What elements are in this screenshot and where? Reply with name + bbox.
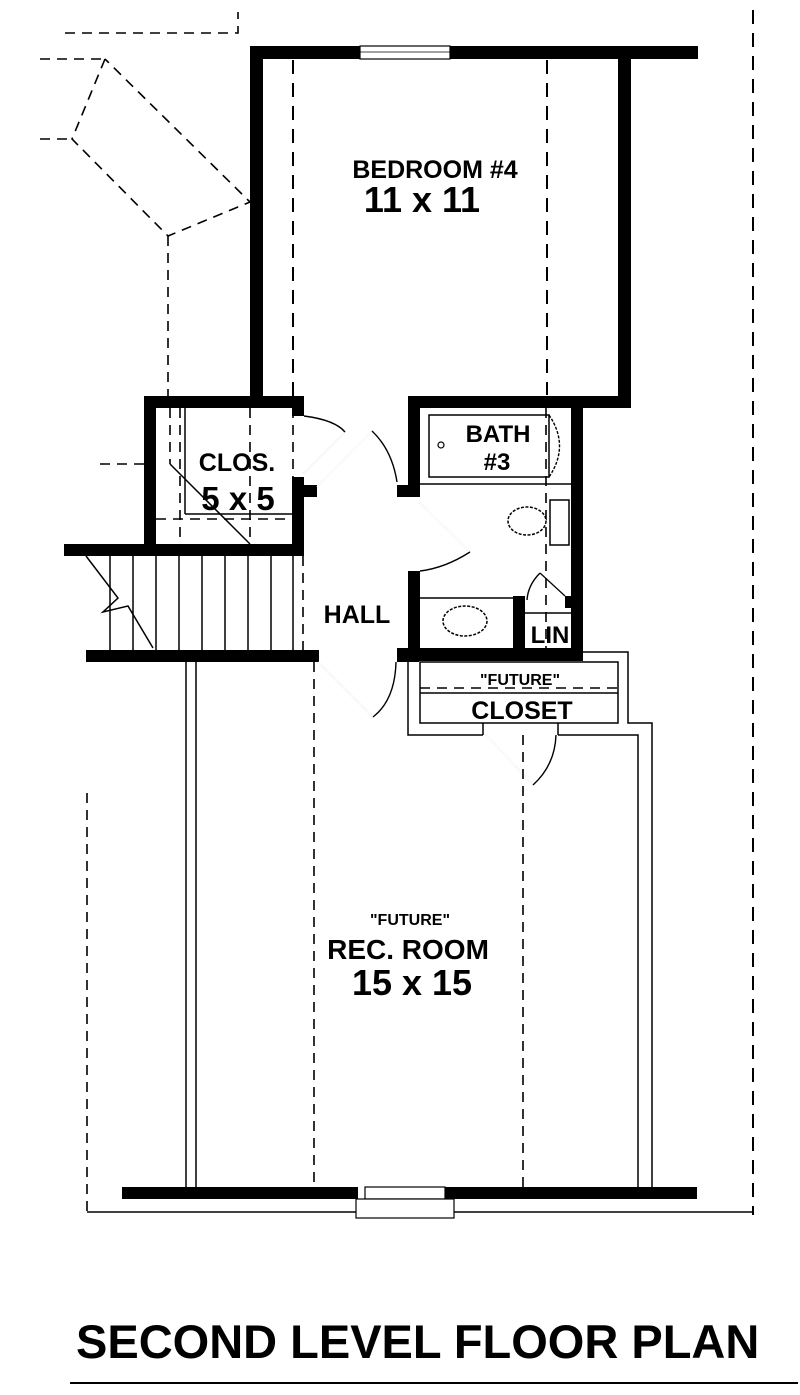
rec-room-walls	[86, 662, 753, 1219]
closet-shelving	[100, 408, 294, 545]
bedroom-4-window	[359, 45, 451, 60]
plan-title: SECOND LEVEL FLOOR PLAN	[76, 1315, 760, 1368]
rec-room-window	[364, 1186, 446, 1200]
bath-fixtures	[420, 408, 575, 648]
hall-label: HALL	[324, 601, 391, 629]
toilet-bowl	[507, 506, 547, 536]
bath-3-label: BATH	[466, 421, 531, 448]
future-closet-qualifier: "FUTURE"	[480, 672, 560, 689]
roof-outline-dashed	[40, 12, 252, 400]
bath-door[interactable]	[419, 502, 471, 572]
plan-title-block: SECOND LEVEL FLOOR PLAN	[76, 1318, 796, 1365]
closet-label: CLOS.	[199, 449, 275, 477]
bedroom-4-walls	[250, 45, 698, 408]
bedroom-4-label: BEDROOM #4	[352, 156, 517, 184]
future-closet-label: CLOSET	[471, 697, 572, 725]
rec-room-qualifier: "FUTURE"	[370, 912, 450, 929]
sink	[442, 605, 488, 637]
future-closet-outline	[407, 651, 653, 1190]
rec-room-door[interactable]	[317, 661, 397, 718]
hall-wall-stub	[397, 650, 419, 662]
toilet-tank	[549, 499, 570, 546]
title-underline	[70, 1382, 798, 1384]
rec-room-size: 15 x 15	[352, 962, 472, 1003]
closet-walls	[64, 396, 317, 556]
stairs	[85, 555, 319, 662]
bedroom-4-size: 11 x 11	[364, 179, 480, 220]
bath-3-walls	[397, 396, 593, 661]
closet-size: 5 x 5	[201, 480, 274, 517]
linen-label: LIN	[531, 622, 570, 649]
bathtub	[428, 414, 550, 478]
linen-door[interactable]	[526, 572, 566, 601]
bath-3-number: #3	[484, 449, 511, 476]
rec-room-label: REC. ROOM	[327, 934, 489, 965]
closet-door[interactable]	[303, 415, 398, 488]
future-closet-door[interactable]	[485, 734, 557, 786]
